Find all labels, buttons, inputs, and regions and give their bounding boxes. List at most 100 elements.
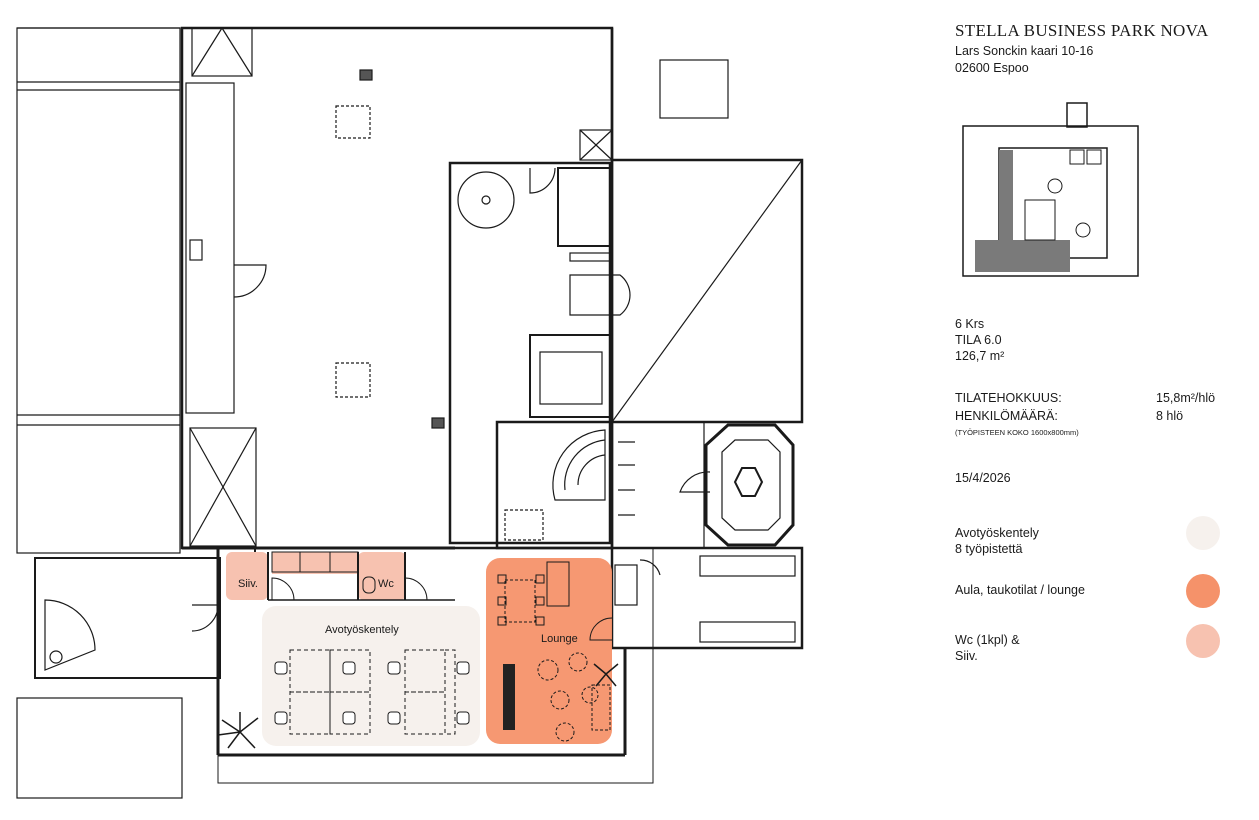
city-address: 02600 Espoo — [955, 61, 1029, 75]
zone-lounge — [486, 558, 612, 744]
street-address: Lars Sonckin kaari 10-16 — [955, 44, 1094, 58]
stair-flight — [699, 621, 796, 643]
wall-line — [611, 159, 803, 423]
toilet — [362, 576, 376, 594]
label-lounge: Lounge — [541, 633, 578, 645]
label-open-work: Avotyöskentely — [325, 624, 399, 636]
stair-spiral — [552, 429, 606, 501]
stair-spiral — [564, 439, 606, 491]
key-plan — [962, 102, 1139, 277]
legend-wc-siiv: Wc (1kpl) & Siiv. — [955, 632, 1020, 664]
door-swing — [529, 167, 556, 194]
chair — [274, 711, 288, 725]
legend-swatch-open-work — [1186, 516, 1220, 550]
stair-spiral — [577, 454, 606, 486]
lounge-chair — [497, 574, 507, 584]
lounge-chair — [497, 616, 507, 626]
wall-line — [189, 427, 257, 547]
lounge-seat — [550, 690, 570, 710]
lounge-seat — [555, 722, 575, 742]
door-swing — [404, 577, 428, 601]
kitchen-island — [546, 561, 570, 607]
legend-label-line: Aula, taukotilat / lounge — [955, 583, 1085, 597]
plant-icon — [217, 712, 259, 749]
wall-line — [579, 129, 613, 161]
lounge-seat — [568, 652, 588, 672]
lounge-chair — [535, 616, 545, 626]
chair — [274, 661, 288, 675]
label-cleaning: Siiv. — [238, 578, 258, 590]
door-swing — [233, 264, 267, 298]
desk — [444, 649, 456, 735]
people-label: HENKILÖMÄÄRÄ: — [955, 409, 1058, 423]
legend-swatch-lounge — [1186, 574, 1220, 608]
wall-outline — [610, 158, 804, 424]
lounge-seat — [581, 686, 599, 704]
plant-icon — [593, 663, 619, 687]
wall-outline — [16, 697, 183, 799]
key-plan-highlight — [975, 240, 1070, 272]
legend-open-work: Avotyöskentely 8 työpistettä — [955, 525, 1039, 557]
floor-number: 6 Krs — [955, 317, 985, 331]
lounge-table — [504, 579, 536, 623]
spiral-stair-core — [481, 195, 491, 205]
door-swing — [639, 559, 661, 576]
lounge-chair — [497, 596, 507, 606]
floor-plan: Avotyöskentely Lounge Siiv. Wc — [16, 26, 804, 799]
lift-car — [539, 351, 603, 405]
legend-swatch-wc-siiv — [1186, 624, 1220, 658]
vent-square — [335, 105, 371, 139]
lounge-bench — [503, 664, 515, 730]
legend-label-line: Avotyöskentely — [955, 526, 1039, 540]
lounge-chair — [535, 574, 545, 584]
desk — [404, 649, 446, 693]
lounge-chair — [535, 596, 545, 606]
drain — [49, 650, 63, 664]
vent-grille — [431, 417, 445, 429]
lounge-sofa — [591, 684, 611, 731]
stair-flight — [699, 555, 796, 577]
skylight — [659, 59, 729, 119]
hexagon-fixture — [733, 467, 764, 497]
key-plan-highlight — [999, 150, 1013, 245]
wall-outline — [610, 546, 804, 650]
zone-cleaning — [226, 552, 268, 600]
legend-label-line: 8 työpistettä — [955, 542, 1023, 556]
chair — [387, 661, 401, 675]
chair — [342, 661, 356, 675]
vent-square — [335, 362, 371, 398]
desk — [289, 691, 331, 735]
stair-flight — [504, 509, 544, 541]
lift-shaft — [569, 252, 611, 262]
wall-outline — [180, 26, 614, 550]
wall-line — [191, 27, 223, 77]
legend-label-line: Siiv. — [955, 649, 978, 663]
zone-wc — [358, 552, 406, 600]
legend-label-line: Wc (1kpl) & — [955, 633, 1020, 647]
plan-date: 15/4/2026 — [955, 471, 1011, 485]
wall-outline — [579, 129, 613, 161]
chair — [456, 661, 470, 675]
legend-lounge: Aula, taukotilat / lounge — [955, 582, 1085, 598]
label-wc: Wc — [378, 578, 394, 590]
efficiency-label: TILATEHOKKUUS: — [955, 391, 1062, 405]
wall-outline — [611, 421, 705, 549]
property-title: STELLA BUSINESS PARK NOVA — [955, 21, 1209, 40]
door-swing — [589, 617, 613, 641]
people-value: 8 hlö — [1156, 409, 1184, 423]
lift-shaft — [529, 334, 613, 418]
efficiency-value: 15,8m²/hlö — [1156, 391, 1216, 405]
spiral-stair — [457, 171, 515, 229]
chair — [456, 711, 470, 725]
door-swing — [191, 604, 219, 632]
corner-basin — [44, 599, 96, 671]
desk — [329, 691, 371, 735]
lift-shaft — [557, 167, 611, 247]
curved-wall — [569, 274, 631, 316]
wall-outline — [34, 557, 221, 679]
unit-id: TILA 6.0 — [955, 333, 1002, 347]
desk — [404, 691, 446, 735]
wall-outline — [191, 27, 253, 77]
wall-line — [221, 27, 253, 77]
chair — [342, 711, 356, 725]
